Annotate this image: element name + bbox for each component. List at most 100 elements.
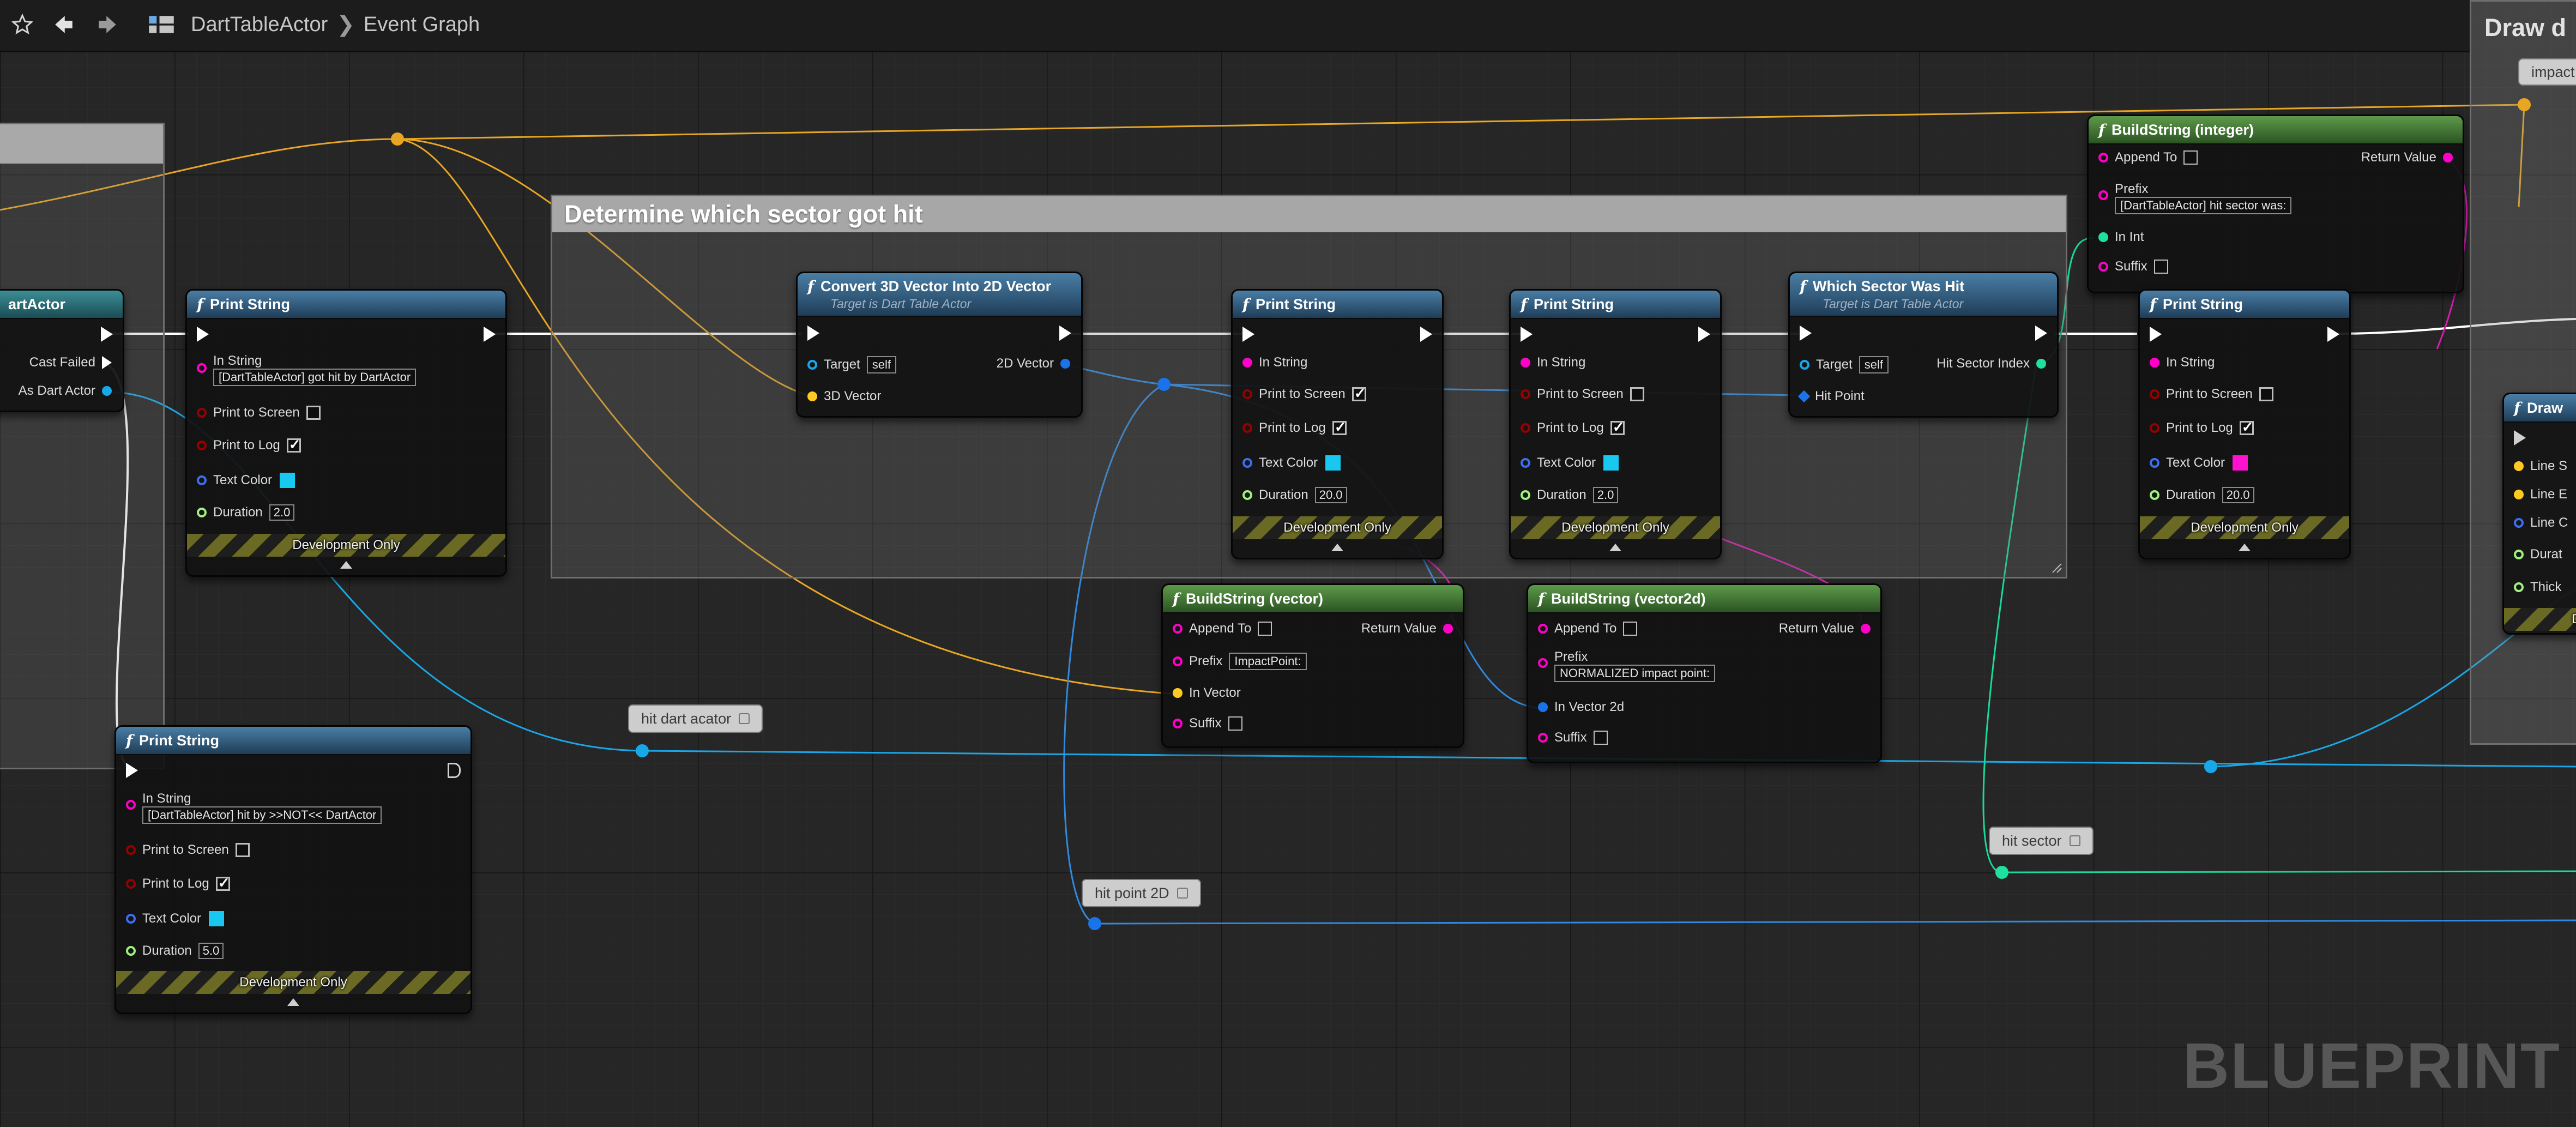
expand-arrow-icon[interactable] (1331, 544, 1343, 551)
resize-grip-icon[interactable] (2048, 559, 2062, 574)
print-to-screen-checkbox[interactable] (1630, 387, 1644, 401)
duration-value[interactable]: 5.0 (198, 943, 224, 959)
append-to-input[interactable] (2183, 150, 2198, 165)
duration-value[interactable]: 20.0 (1314, 487, 1347, 503)
append-to-pin[interactable]: Append To (2098, 150, 2198, 165)
comment-left-partial[interactable] (0, 123, 165, 769)
text-color-pin[interactable]: Text Color (1242, 454, 1342, 472)
hit-sector-index-pin[interactable]: Hit Sector Index (1936, 356, 2046, 371)
text-color-pin[interactable]: Text Color (197, 472, 297, 489)
text-color-swatch[interactable] (2231, 454, 2249, 472)
print-to-log-checkbox[interactable] (1332, 419, 1347, 436)
print-to-log-checkbox[interactable] (215, 875, 230, 891)
reroute-knot-hit-sector[interactable] (1995, 866, 2008, 879)
exec-out-pin[interactable] (484, 327, 496, 345)
exec-in-pin[interactable] (2150, 327, 2162, 345)
text-color-swatch[interactable] (208, 910, 226, 927)
text-color-pin[interactable]: Text Color (126, 910, 226, 927)
in-string-pin[interactable]: In String (1521, 355, 1585, 370)
return-value-pin[interactable]: Return Value (2361, 150, 2453, 165)
print-to-log-pin[interactable]: Print to Log (1521, 419, 1625, 436)
print-to-log-pin[interactable]: Print to Log (1242, 419, 1347, 436)
in-int-pin[interactable]: In Int (2098, 230, 2144, 245)
print-to-screen-pin[interactable]: Print to Screen (126, 842, 250, 858)
print-to-screen-pin[interactable]: Print to Screen (197, 405, 321, 420)
text-color-pin[interactable]: Text Color (2150, 454, 2249, 472)
reroute-label-hit-dart[interactable]: hit dart acator (628, 704, 763, 733)
in-string-pin[interactable]: In String [DartTableActor] hit by >>NOT<… (126, 791, 382, 824)
reroute-knot-object-right[interactable] (2204, 760, 2217, 773)
exec-in-pin[interactable] (197, 327, 209, 345)
append-to-pin[interactable]: Append To (1538, 621, 1638, 636)
exec-in-pin[interactable] (807, 326, 819, 343)
in-string-value[interactable]: [DartTableActor] got hit by DartActor (213, 369, 417, 386)
line-color-pin[interactable]: Line C (2514, 515, 2568, 531)
suffix-input[interactable] (1228, 716, 1242, 731)
in-string-pin[interactable]: In String (1242, 355, 1307, 370)
exec-in-pin[interactable] (2514, 430, 2526, 448)
reroute-knot-vec2d[interactable] (1157, 378, 1171, 391)
hit-point-pin[interactable]: Hit Point (1797, 389, 1865, 404)
forward-arrow-icon[interactable] (93, 10, 122, 39)
print-to-screen-pin[interactable]: Print to Screen (2150, 387, 2273, 402)
exec-out-pin[interactable] (2327, 327, 2339, 345)
text-color-pin[interactable]: Text Color (1521, 454, 1620, 472)
star-icon[interactable] (8, 10, 37, 39)
in-vector-pin[interactable]: In Vector (1173, 685, 1241, 701)
in-string-value[interactable]: [DartTableActor] hit by >>NOT<< DartActo… (142, 806, 382, 824)
line-start-pin[interactable]: Line S (2514, 459, 2567, 474)
text-color-swatch[interactable] (1602, 454, 1620, 472)
suffix-pin[interactable]: Suffix (1538, 730, 1608, 745)
print-to-screen-pin[interactable]: Print to Screen (1521, 387, 1644, 402)
expand-arrow-icon[interactable] (287, 998, 299, 1006)
node-cast-dart-actor[interactable]: artActor Cast Failed As Dart Actor (0, 289, 124, 412)
back-arrow-icon[interactable] (49, 10, 79, 39)
print-to-screen-checkbox[interactable] (2259, 387, 2273, 401)
exec-out-pin[interactable] (101, 327, 113, 345)
thickness-pin[interactable]: Thick (2514, 580, 2561, 595)
print-to-screen-pin[interactable]: Print to Screen (1242, 385, 1366, 402)
cast-failed-pin[interactable]: Cast Failed (29, 355, 112, 370)
reroute-knot-vector[interactable] (391, 132, 404, 146)
in-vector-2d-pin[interactable]: In Vector 2d (1538, 700, 1624, 715)
two-d-vector-out-pin[interactable]: 2D Vector (997, 356, 1070, 371)
reroute-knot-hit-point-2d[interactable] (1088, 917, 1101, 930)
return-value-pin[interactable]: Return Value (1361, 621, 1453, 636)
suffix-pin[interactable]: Suffix (1173, 716, 1242, 731)
exec-in-pin[interactable] (1521, 327, 1533, 345)
in-string-pin[interactable]: In String (2150, 355, 2215, 370)
reroute-label-hit-sector[interactable]: hit sector (1989, 827, 2094, 855)
prefix-pin[interactable]: Prefix[DartTableActor] hit sector was: (2098, 182, 2292, 214)
print-to-screen-checkbox[interactable] (1352, 385, 1366, 402)
exec-out-pin[interactable] (2035, 326, 2047, 343)
exec-out-pin[interactable] (1698, 327, 1710, 345)
suffix-input[interactable] (1593, 731, 1608, 745)
append-to-pin[interactable]: Append To (1173, 621, 1272, 636)
expand-arrow-icon[interactable] (1609, 544, 1621, 551)
print-to-log-checkbox[interactable] (1610, 419, 1625, 436)
print-to-log-checkbox[interactable] (286, 436, 301, 453)
exec-out-pin[interactable] (1059, 326, 1071, 343)
line-end-pin[interactable]: Line E (2514, 487, 2567, 502)
return-value-pin[interactable]: Return Value (1779, 621, 1871, 636)
breadcrumb-graph[interactable]: Event Graph (363, 13, 480, 36)
reroute-knot-hit-dart[interactable] (636, 744, 649, 757)
append-to-input[interactable] (1258, 622, 1272, 636)
print-to-log-pin[interactable]: Print to Log (126, 875, 230, 891)
reroute-knot-vector-right[interactable] (2518, 98, 2531, 111)
print-to-log-pin[interactable]: Print to Log (2150, 419, 2254, 436)
prefix-value[interactable]: ImpactPoint: (1229, 653, 1307, 670)
